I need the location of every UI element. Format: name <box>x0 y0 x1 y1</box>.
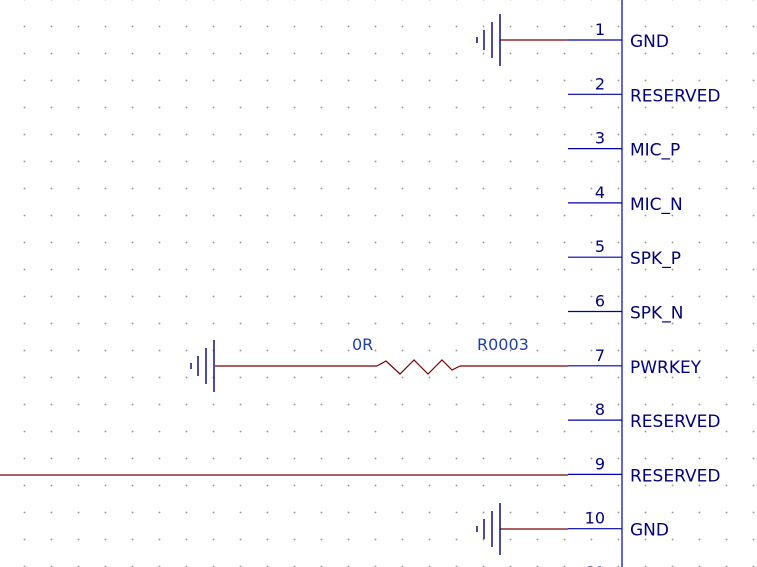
pin-number: 8 <box>595 400 605 419</box>
pin-number: 5 <box>595 237 605 256</box>
pin-name: MIC_N <box>630 195 683 215</box>
ground-pwrkey-icon[interactable] <box>190 340 215 392</box>
pin-number: 11 <box>585 563 605 567</box>
pin-name: SPK_P <box>630 249 681 269</box>
pin-number: 1 <box>595 20 605 39</box>
pin-number: 3 <box>595 129 605 148</box>
resistor-designator-label: R0003 <box>477 335 529 354</box>
pin-name: SPK_N <box>630 304 683 324</box>
pin-name: MIC_P <box>630 141 680 161</box>
pin-name: RESERVED <box>630 412 720 432</box>
pin-name: RESERVED <box>630 466 720 486</box>
pin-number: 2 <box>595 74 605 93</box>
pin-number: 4 <box>595 183 605 202</box>
pin-number: 7 <box>595 346 605 365</box>
pin-name: RESERVED <box>630 86 720 106</box>
ground-gnd-10-icon[interactable] <box>476 503 501 555</box>
pin-11[interactable]: 11 <box>568 563 622 567</box>
ground-gnd-1-icon[interactable] <box>476 14 501 66</box>
pin-name: GND <box>630 521 669 541</box>
resistor-value-label: 0R <box>352 335 373 354</box>
pin-number: 9 <box>595 454 605 473</box>
pin-name: PWRKEY <box>630 358 702 378</box>
pin-number: 10 <box>585 509 605 528</box>
pin-name: GND <box>630 32 669 52</box>
pin-number: 6 <box>595 292 605 311</box>
resistor-r0003[interactable] <box>376 359 461 375</box>
